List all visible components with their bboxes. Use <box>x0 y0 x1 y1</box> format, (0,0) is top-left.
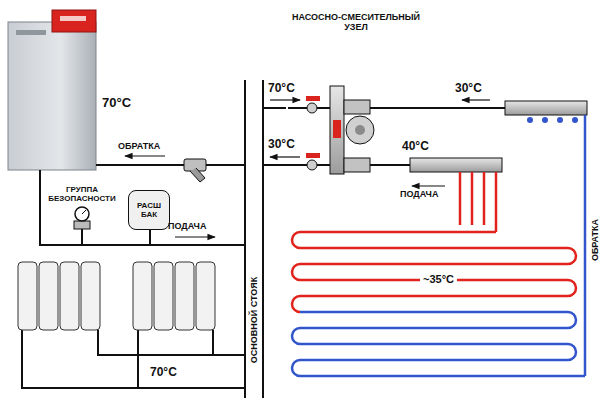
floor-heating-loop <box>292 232 585 376</box>
radiator-section <box>175 262 194 330</box>
drawing-part <box>60 16 86 21</box>
drawing-part <box>8 22 96 170</box>
temperature-label: 40°C <box>402 140 429 153</box>
flow-label: ПОДАЧА <box>168 222 206 232</box>
drawing-part <box>82 210 86 214</box>
mixing-unit-drawing <box>306 86 374 174</box>
drawing-part <box>527 117 533 123</box>
temperature-label: 70°C <box>150 366 177 379</box>
drawing-part <box>346 116 374 144</box>
return-pipe <box>96 156 244 165</box>
radiator-section <box>39 262 58 330</box>
floor-pipe <box>292 232 496 248</box>
pipe-connector <box>264 107 286 109</box>
drawing-part <box>333 120 341 138</box>
radiator-section <box>18 262 37 330</box>
drawing-part <box>462 99 490 100</box>
radiator-section <box>60 262 79 330</box>
flow-label: ПОДАЧА <box>400 190 438 200</box>
pipe-connector <box>40 170 244 245</box>
drawing-part <box>505 101 587 115</box>
radiator-section <box>133 262 152 330</box>
main-riser: ОСНОВНОЙ СТОЯК <box>244 80 264 398</box>
drawing-part <box>483 172 486 225</box>
flow-label: ОБРАТКА <box>118 142 160 152</box>
drawing-part <box>355 125 365 135</box>
radiator-section <box>154 262 173 330</box>
floor-pipe <box>292 328 568 344</box>
floor-pipe <box>292 360 568 376</box>
drawing-part <box>572 117 578 123</box>
drawing-part <box>344 100 370 114</box>
drawing-part <box>459 172 462 225</box>
boiler: 70°C <box>8 10 96 170</box>
drawing-part <box>557 117 563 123</box>
tank-label: РАСШ БАК <box>131 201 167 219</box>
drawing-part <box>330 86 344 174</box>
floor-pipe <box>292 296 568 312</box>
drawing-part <box>495 172 498 232</box>
tank-pipe <box>149 230 151 245</box>
boiler <box>8 10 96 170</box>
drawing-part <box>306 153 320 158</box>
drawing-part <box>22 330 244 388</box>
drawing-part <box>125 155 165 156</box>
temperature-label: 30°C <box>455 82 482 95</box>
drawing-part <box>75 207 89 221</box>
drawing-part <box>307 103 317 113</box>
radiators <box>18 262 215 330</box>
drawing-part <box>264 164 330 166</box>
safety-group <box>74 207 90 245</box>
flow-arrow <box>175 236 215 237</box>
return-manifold <box>505 101 587 123</box>
drawing-part <box>74 221 90 229</box>
drawing-part <box>212 330 214 355</box>
drawing-part <box>412 185 445 186</box>
temperature-label: 70°C <box>268 82 295 95</box>
floor-pipe <box>300 312 576 328</box>
drawing-part <box>98 330 244 355</box>
drawing-part <box>270 99 300 100</box>
drawing-part <box>460 172 496 232</box>
floor-pipe <box>300 248 576 264</box>
radiator-section <box>81 262 100 330</box>
drawing-part <box>52 10 96 32</box>
unit-heading: НАСОСНО-СМЕСИТЕЛЬНЫЙ УЗЕЛ <box>286 12 426 33</box>
drawing-part <box>16 30 46 35</box>
mixer-pipes <box>264 100 505 186</box>
radiator-section <box>196 262 215 330</box>
drawing-part <box>307 160 317 170</box>
riser-label: ОСНОВНОЙ СТОЯК <box>249 274 259 366</box>
radiator-pipes <box>22 330 244 388</box>
safety-group-label: ГРУППА БЕЗОПАСНОСТИ <box>44 186 120 204</box>
drawing-part <box>344 158 370 172</box>
drawing-part <box>471 172 474 225</box>
drawing-part <box>410 158 502 172</box>
drawing-part <box>542 117 548 123</box>
floor-pipe <box>300 375 585 378</box>
drawing-part <box>306 96 320 101</box>
expansion-tank: РАСШ БАК <box>128 190 170 230</box>
temperature-label: 70°C <box>102 96 131 111</box>
temperature-label: 30°C <box>268 138 295 151</box>
drawing-part <box>190 168 205 182</box>
strainer <box>184 159 206 182</box>
return-line <box>584 115 587 376</box>
drawing-part <box>270 156 300 157</box>
floor-pipe <box>300 344 576 360</box>
drawing-part <box>96 164 244 166</box>
flow-label: ОБРАТКА <box>591 217 601 263</box>
drawing-part <box>137 330 139 388</box>
temperature-label: ~35°C <box>420 273 457 285</box>
